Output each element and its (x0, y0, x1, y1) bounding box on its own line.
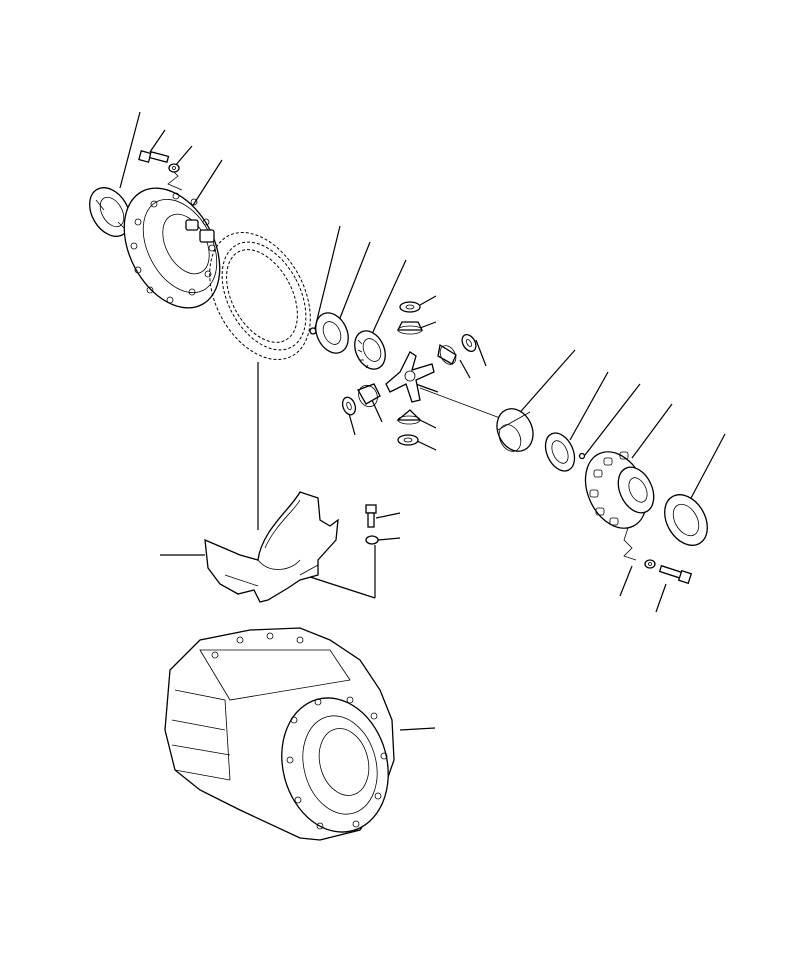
bearing-cup-right (664, 494, 708, 546)
differential-case-left (123, 187, 221, 309)
washer-upper (168, 163, 180, 173)
bolt-upper (138, 150, 170, 164)
thrust-washer-right (544, 432, 576, 472)
side-gear-left (354, 330, 386, 370)
ring-gear (209, 232, 311, 360)
washer-lower (644, 559, 656, 569)
transmission-housing (164, 627, 395, 841)
pinion-gear-a (396, 321, 424, 335)
pinion-gear-d (396, 409, 422, 425)
thrust-washer-left (315, 312, 349, 354)
bearing-carrier (204, 491, 339, 603)
pinion-gear-b (437, 343, 457, 365)
pinion-washer-a (399, 301, 421, 313)
washer-carrier (365, 535, 379, 545)
spider (385, 351, 435, 403)
pinion-washer-c (341, 396, 357, 416)
pinion-gear-c (357, 383, 381, 408)
bolt-lower (658, 564, 693, 585)
differential-case-right (584, 451, 655, 529)
pin-right (578, 452, 586, 460)
side-gear-right (496, 408, 534, 452)
bearing-cup-left (89, 187, 131, 237)
pinion-washer-d (397, 434, 419, 446)
pinion-washer-b (461, 333, 477, 353)
bolt-carrier (365, 504, 377, 528)
